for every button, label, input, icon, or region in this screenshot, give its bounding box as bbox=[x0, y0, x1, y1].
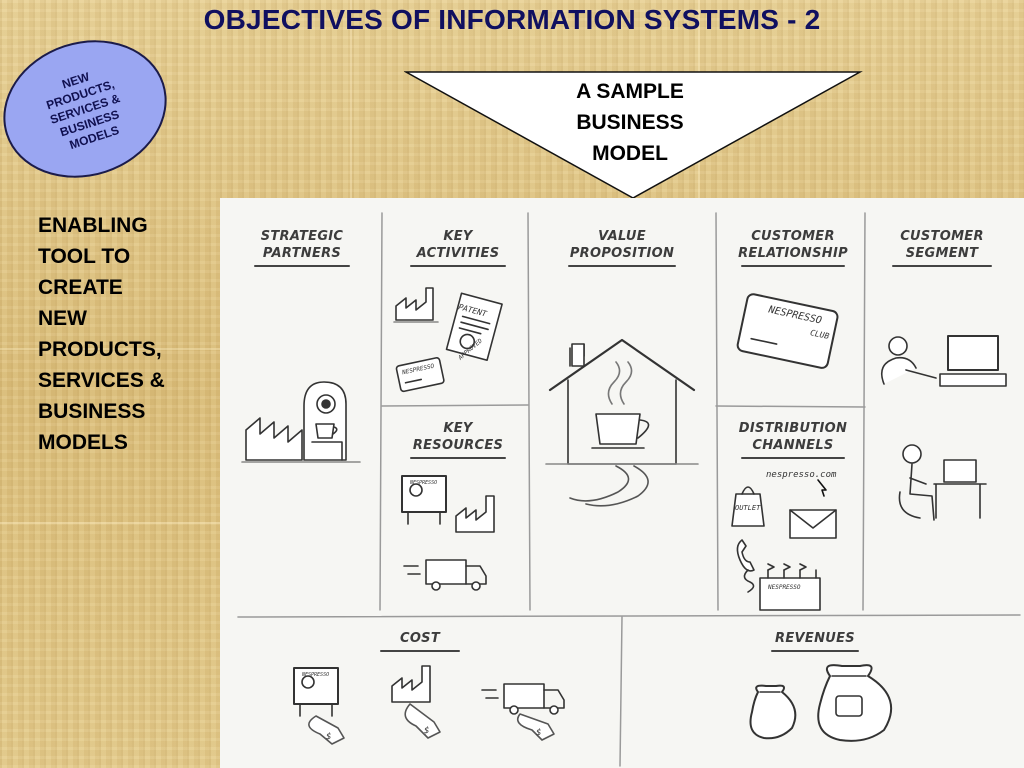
website-text: nespresso.com bbox=[766, 470, 837, 480]
cursor-icon bbox=[817, 479, 827, 497]
money-bag-icon bbox=[749, 684, 797, 740]
sample-model-callout bbox=[404, 71, 863, 199]
customer-lounging-icon bbox=[880, 335, 1007, 387]
label-underline bbox=[380, 650, 460, 652]
label-underline bbox=[410, 265, 506, 267]
label-underline bbox=[741, 457, 845, 459]
cost-billboard-brand-text: NESPRESSO bbox=[302, 672, 330, 678]
cell-revenues: REVENUES bbox=[760, 630, 870, 652]
side-description: ENABLING TOOL TO CREATE NEW PRODUCTS, SE… bbox=[38, 214, 165, 454]
cell-cost: COST bbox=[370, 630, 470, 652]
badge-text: NEW PRODUCTS, SERVICES & BUSINESS MODELS bbox=[44, 69, 122, 152]
business-model-canvas: STRATEGIC PARTNERS KEY ACTIVITIES VALUE … bbox=[220, 198, 1024, 768]
customer-at-desk-icon bbox=[898, 444, 987, 521]
cell-value-proposition: VALUE PROPOSITION bbox=[554, 228, 690, 267]
cell-customer-segment: CUSTOMER SEGMENT bbox=[880, 228, 1004, 267]
cell-customer-relationship: CUSTOMER RELATIONSHIP bbox=[728, 228, 858, 267]
billboard-icon bbox=[293, 667, 345, 745]
shop-front-icon bbox=[759, 563, 821, 611]
billboard-brand-text: NESPRESSO bbox=[410, 480, 438, 486]
envelope-icon bbox=[789, 509, 837, 539]
label-underline bbox=[741, 265, 845, 267]
background-seam bbox=[350, 0, 352, 200]
price-tag-text: $ bbox=[326, 732, 332, 742]
delivery-truck-icon bbox=[403, 559, 487, 591]
canvas-sketch bbox=[237, 212, 1021, 767]
member-card-icon bbox=[395, 357, 445, 393]
background-seam bbox=[0, 522, 220, 524]
factory-icon bbox=[241, 381, 361, 463]
cell-key-resources: KEY RESOURCES bbox=[398, 420, 518, 459]
label-underline bbox=[254, 265, 350, 267]
delivery-truck-icon bbox=[481, 683, 565, 741]
page-title: OBJECTIVES OF INFORMATION SYSTEMS - 2 bbox=[203, 4, 821, 35]
phone-icon bbox=[736, 539, 755, 593]
background-seam bbox=[0, 348, 220, 350]
shop-brand-text: NESPRESSO bbox=[768, 584, 801, 591]
club-card-icon bbox=[736, 293, 839, 369]
cell-key-activities: KEY ACTIVITIES bbox=[398, 228, 518, 267]
price-tag-text: $ bbox=[536, 728, 542, 738]
factory-icon bbox=[455, 495, 495, 533]
factory-icon bbox=[393, 287, 439, 323]
house-cup-icon bbox=[545, 338, 699, 507]
cell-strategic-partners: STRATEGIC PARTNERS bbox=[242, 228, 362, 267]
outlet-bag-icon bbox=[731, 486, 765, 527]
price-tag-text: $ bbox=[424, 726, 430, 736]
outlet-text: OUTLET bbox=[735, 504, 761, 512]
money-bag-icon bbox=[817, 664, 893, 742]
label-underline bbox=[410, 457, 506, 459]
callout-text: A SAMPLE BUSINESS MODEL bbox=[576, 80, 684, 165]
label-underline bbox=[892, 265, 992, 267]
patent-document-icon bbox=[445, 292, 503, 362]
billboard-icon bbox=[401, 475, 447, 525]
cell-distribution-channels: DISTRIBUTION CHANNELS bbox=[728, 420, 858, 459]
label-underline bbox=[771, 650, 859, 652]
factory-icon bbox=[391, 665, 441, 739]
label-underline bbox=[567, 265, 677, 267]
